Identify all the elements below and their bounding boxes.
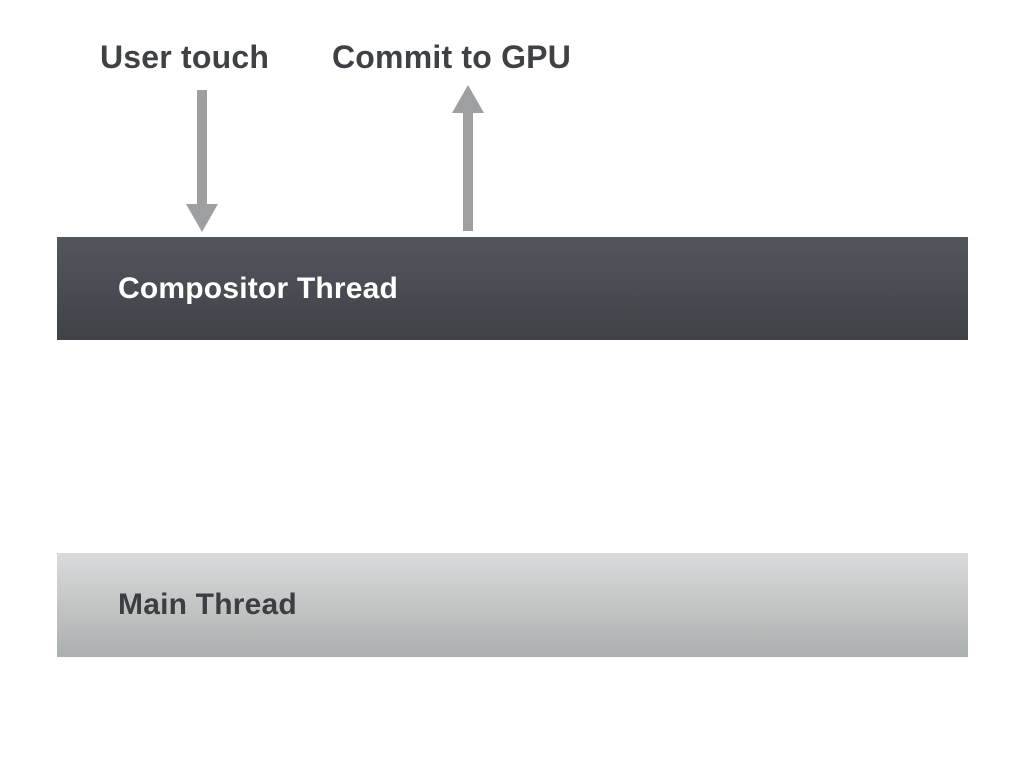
commit-to-gpu-label: Commit to GPU (332, 39, 572, 75)
up-arrow-shaft (463, 113, 473, 231)
user-touch-label: User touch (100, 39, 270, 75)
up-arrow-icon (452, 85, 484, 231)
compositor-thread-label: Compositor Thread (118, 271, 399, 305)
down-arrow-head (186, 204, 218, 232)
down-arrow-icon (186, 90, 218, 232)
up-arrow-head (452, 85, 484, 113)
down-arrow-shaft (197, 90, 207, 204)
main-thread-bar: Main Thread (57, 553, 968, 657)
main-thread-label: Main Thread (118, 588, 297, 621)
compositor-thread-bar: Compositor Thread (57, 237, 968, 340)
